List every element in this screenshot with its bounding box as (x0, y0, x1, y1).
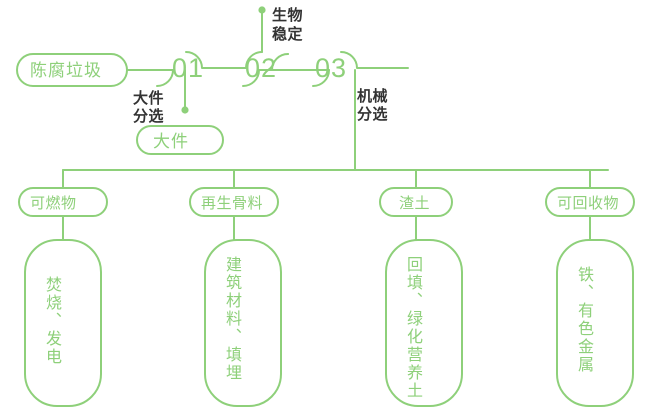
disposal-box-1 (24, 239, 102, 407)
node-01-arc-bottom (156, 69, 174, 87)
stage-number-02: 02 (245, 53, 278, 83)
disposal-text-1: 焚烧、发电 (43, 276, 60, 366)
category-label-2: 再生骨料 (201, 195, 264, 212)
disposal-text-2: 建筑材料、填埋 (223, 256, 240, 382)
disposal-text-3: 回填、绿化营养土 (404, 256, 421, 400)
bulky-pill-shape (136, 125, 224, 155)
disposal-box-2 (204, 239, 282, 407)
category-label-3: 渣土 (399, 195, 431, 212)
stage-01-label-line2: 分选 (133, 108, 165, 125)
bulky-pill-label: 大件 (153, 132, 189, 151)
rail-02-to-03 (271, 53, 289, 71)
stage-02-label-line2: 稳定 (272, 26, 304, 43)
stage-number-01: 01 (172, 53, 205, 83)
branch-02-endpoint-dot (258, 6, 266, 14)
stage-01-label-line1: 大件 (133, 90, 165, 107)
branch-01-endpoint-dot (181, 106, 189, 114)
disposal-box-3 (385, 239, 463, 407)
category-label-4: 可回收物 (557, 195, 620, 212)
node-03-arc-top (340, 51, 409, 69)
disposal-box-4 (556, 239, 634, 407)
stage-number-03: 03 (315, 53, 348, 83)
stage-02-label-line1: 生物 (272, 7, 304, 24)
node-03-arc-bottom (312, 69, 330, 87)
stage-03-label-line2: 分选 (357, 106, 389, 123)
category-label-1: 可燃物 (30, 195, 77, 212)
source-pill-label: 陈腐垃圾 (30, 61, 102, 80)
disposal-text-4: 铁、有色金属 (575, 266, 592, 374)
node-01-arc-top (185, 51, 247, 69)
node-02-arc-bottom (242, 69, 260, 87)
node-02-arc-left (245, 51, 263, 69)
stage-03-label-line1: 机械 (357, 88, 389, 105)
